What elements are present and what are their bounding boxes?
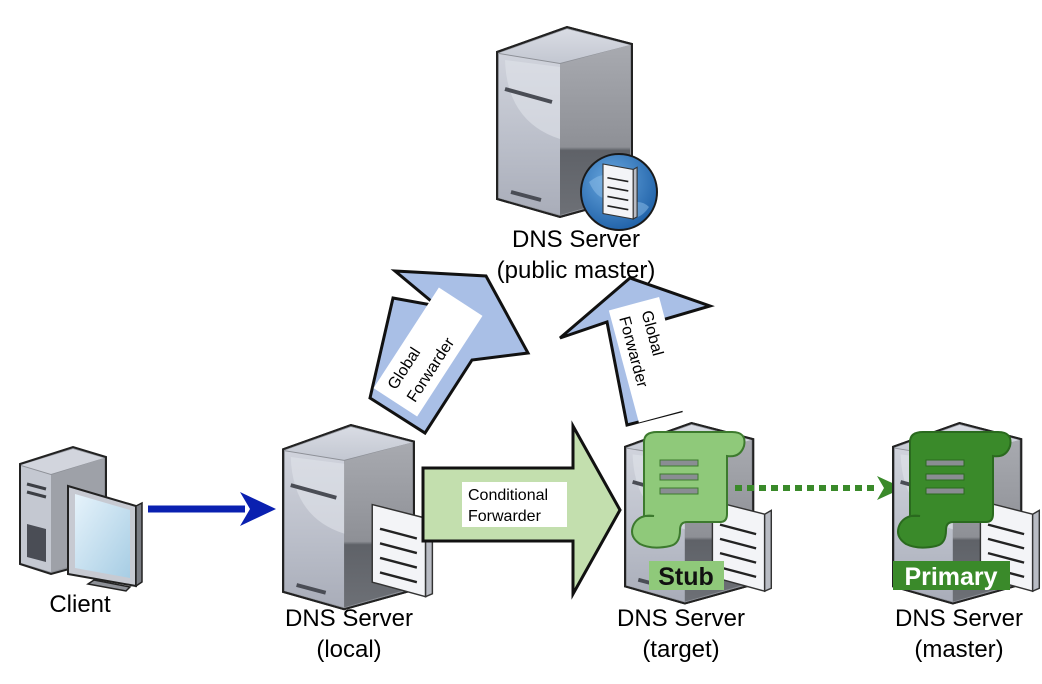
node-label-line1: Client <box>49 591 111 618</box>
node-label-line2: (master) <box>914 636 1004 663</box>
globe-icon <box>580 153 658 231</box>
badge-label: Stub <box>658 563 714 591</box>
edge-label-line2: Forwarder <box>468 508 542 525</box>
node-label-client: Client <box>49 589 110 620</box>
node-label-line1: DNS Server <box>284 605 414 632</box>
badge-label: Primary <box>904 563 997 591</box>
node-label-line2: (target) <box>642 636 720 663</box>
client-computer[interactable] <box>19 445 143 592</box>
node-label-target: DNS Server (target) <box>617 603 745 665</box>
node-label-line1: DNS Server <box>616 605 746 632</box>
local-dns-server[interactable] <box>281 423 434 612</box>
stub-zone-scroll-icon <box>631 431 746 549</box>
node-label-line2: (local) <box>316 636 382 663</box>
global-forwarder-arrow-right: Global Forwarder <box>559 276 715 427</box>
conditional-forwarder-arrow: Conditional Forwarder <box>421 420 622 600</box>
zone-transfer-arrow <box>735 476 903 500</box>
node-label-line1: DNS Server <box>511 226 641 253</box>
node-label-line2: (public master) <box>496 257 656 284</box>
client-computer-icon <box>19 445 143 592</box>
edge-label-line1: Conditional <box>468 487 548 504</box>
node-label-master: DNS Server (master) <box>895 603 1023 665</box>
stub-badge: Stub <box>649 561 724 591</box>
primary-badge: Primary <box>893 561 1010 591</box>
global-forwarder-arrow-left: Global Forwarder <box>368 269 531 436</box>
node-label-public-master: DNS Server (public master) <box>497 224 656 286</box>
client-to-local-arrow <box>148 492 276 526</box>
node-label-line1: DNS Server <box>894 605 1024 632</box>
node-label-local: DNS Server (local) <box>285 603 413 665</box>
primary-zone-scroll-icon <box>897 431 1012 549</box>
public-master-server[interactable] <box>495 25 658 231</box>
